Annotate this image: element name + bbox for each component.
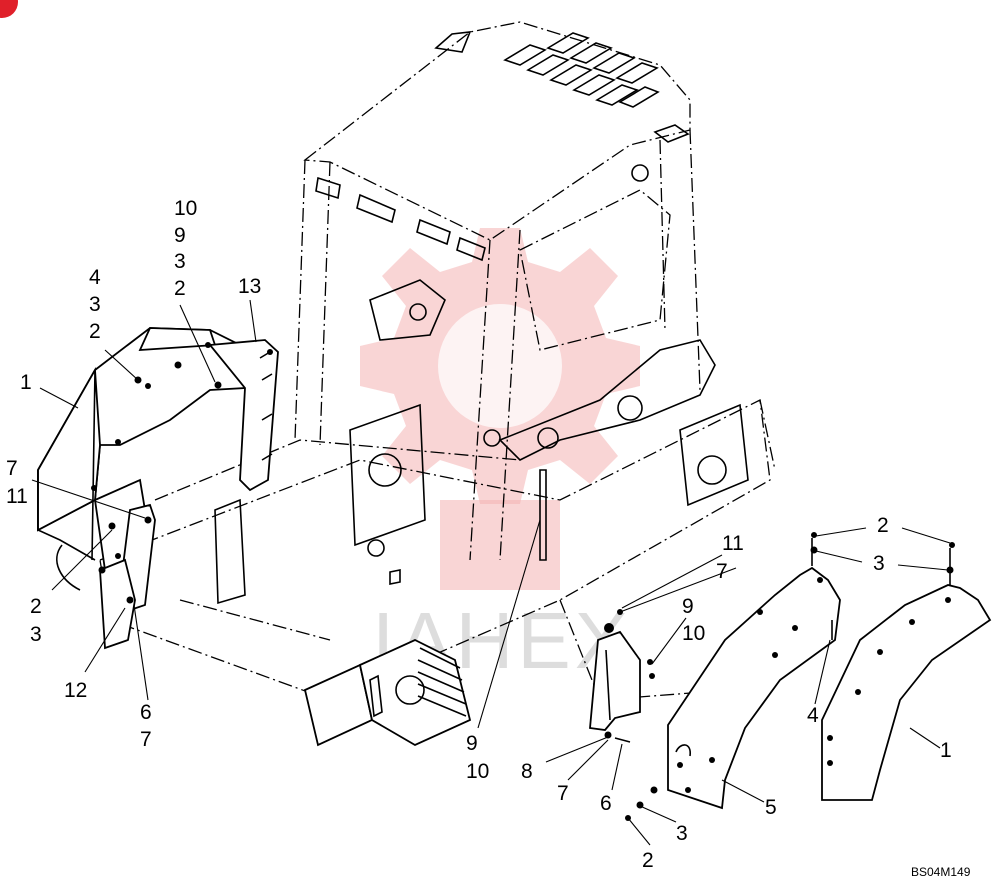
callout-6: 6 bbox=[140, 701, 152, 724]
right-outer-fender bbox=[821, 584, 992, 801]
callout-3: 3 bbox=[873, 552, 885, 575]
callout-11: 11 bbox=[722, 532, 744, 555]
callout-12: 12 bbox=[64, 679, 87, 702]
callout-9: 9 bbox=[682, 595, 694, 618]
callout-8: 8 bbox=[521, 760, 533, 783]
callout-7: 7 bbox=[6, 457, 18, 480]
callout-7: 7 bbox=[140, 728, 152, 751]
callout-3: 3 bbox=[174, 250, 186, 273]
callout-4: 4 bbox=[89, 266, 101, 289]
callout-3: 3 bbox=[30, 623, 42, 646]
callout-7: 7 bbox=[716, 560, 728, 583]
callout-2: 2 bbox=[174, 277, 186, 300]
watermark-gear bbox=[360, 228, 640, 590]
corner-mark bbox=[0, 0, 18, 18]
callout-7: 7 bbox=[557, 782, 569, 805]
top-right-hardware bbox=[810, 532, 955, 585]
chassis bbox=[99, 399, 776, 747]
callout-1: 1 bbox=[940, 739, 952, 762]
callout-2: 2 bbox=[30, 595, 42, 618]
callout-3: 3 bbox=[676, 822, 688, 845]
callout-10: 10 bbox=[174, 197, 197, 220]
callout-11: 11 bbox=[6, 485, 28, 508]
leader-lines bbox=[31, 299, 951, 846]
callout-4: 4 bbox=[807, 704, 819, 727]
callout-2: 2 bbox=[877, 514, 889, 537]
callout-6: 6 bbox=[600, 792, 612, 815]
right-inner-fender bbox=[625, 566, 841, 821]
callout-2: 2 bbox=[642, 849, 654, 872]
drawing-code: BS04M149 bbox=[911, 865, 971, 879]
callout-3: 3 bbox=[89, 293, 101, 316]
callout-2: 2 bbox=[89, 320, 101, 343]
cab-frame bbox=[294, 21, 701, 561]
loader-arm bbox=[369, 279, 716, 461]
callout-13: 13 bbox=[238, 275, 261, 298]
right-bracket bbox=[589, 609, 655, 743]
callout-1: 1 bbox=[20, 371, 32, 394]
callout-5: 5 bbox=[765, 796, 777, 819]
callout-9: 9 bbox=[466, 732, 478, 755]
callout-10: 10 bbox=[466, 760, 489, 783]
left-fender bbox=[37, 327, 279, 650]
callout-9: 9 bbox=[174, 224, 186, 247]
roof-vent-grid bbox=[503, 32, 660, 108]
callout-10: 10 bbox=[682, 622, 705, 645]
callouts: 4 3 2 10 9 3 2 13 1 7 11 2 3 12 6 7 9 10… bbox=[6, 197, 952, 872]
